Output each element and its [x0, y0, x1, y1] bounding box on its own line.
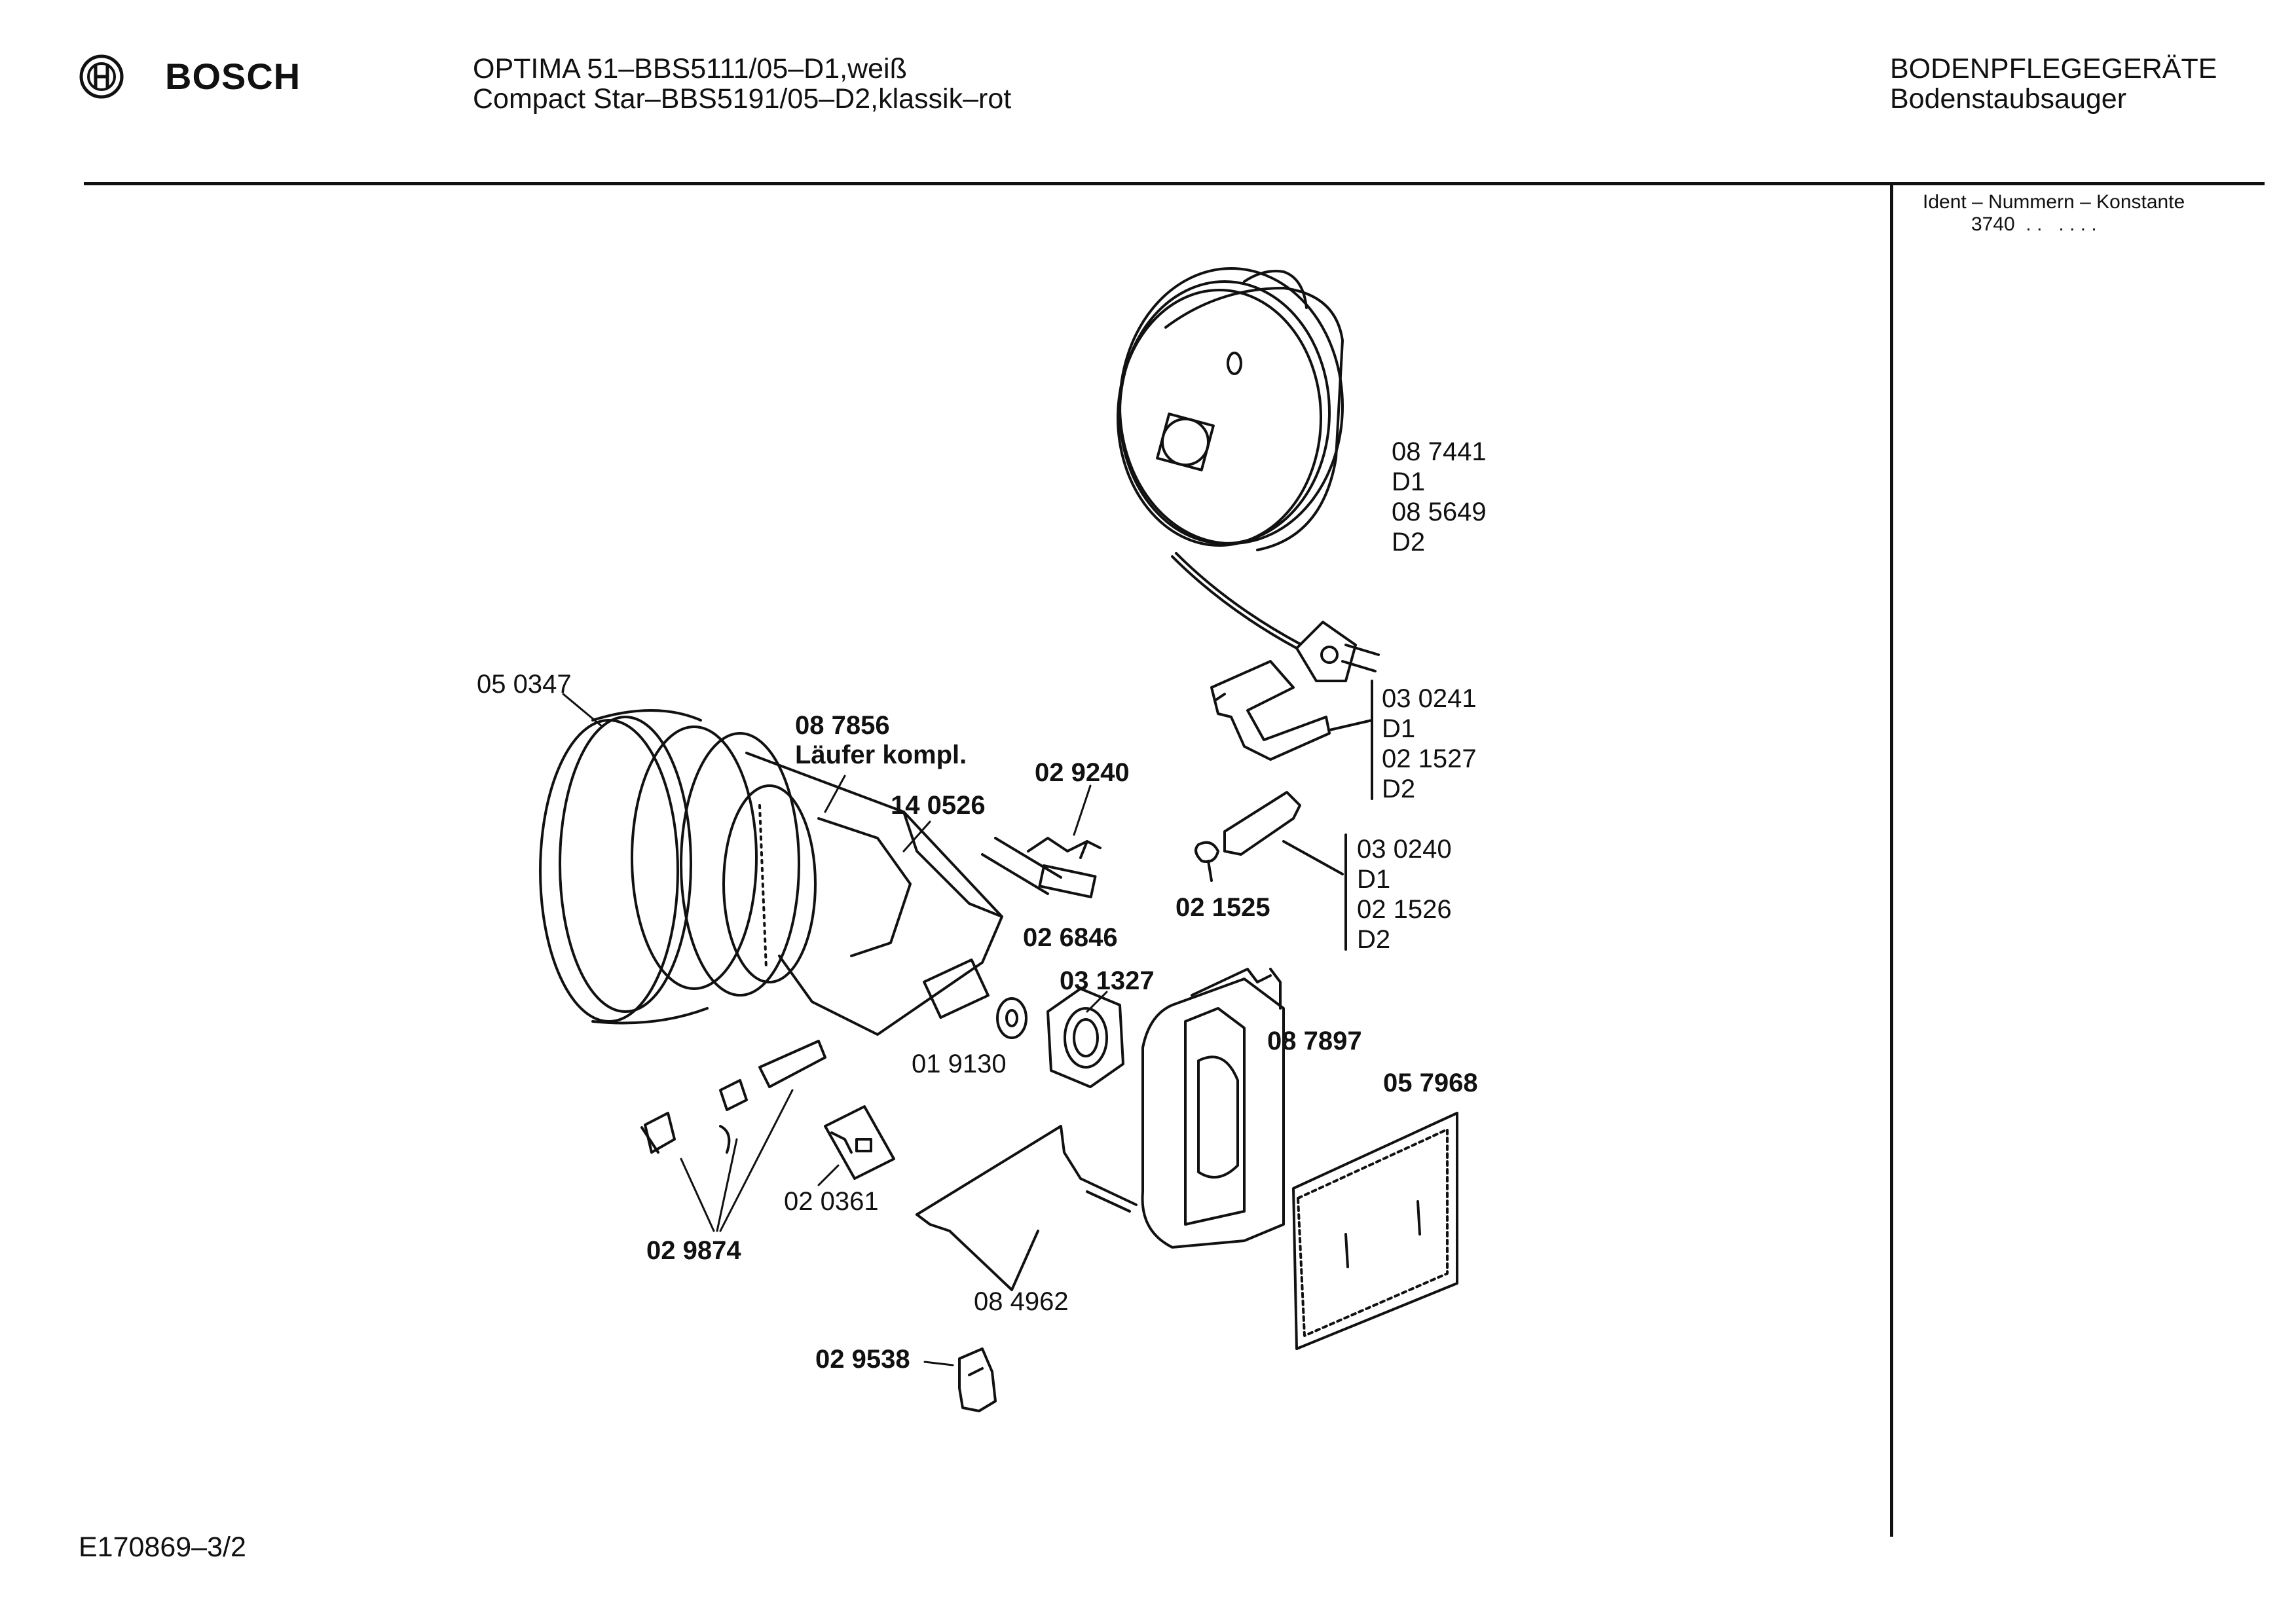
ident-value: 3740 . . . . . . [1971, 213, 2097, 235]
part-name-label: Läufer kompl. [795, 741, 967, 769]
part-number-label: 03 0240 [1357, 835, 1452, 864]
bosch-emblem-icon [79, 54, 124, 99]
bosch-logo: BOSCH [79, 51, 354, 103]
part-number-label: 08 7441 [1392, 437, 1487, 466]
sidebar-divider [1890, 185, 1893, 1537]
part-number-label: 08 7856 [795, 711, 890, 740]
small-clip-icon [958, 1347, 997, 1412]
brand-name: BOSCH [165, 56, 301, 97]
circuit-board-leader [817, 1164, 840, 1186]
filter-frame-icon [1141, 968, 1285, 1249]
ident-title: Ident – Nummern – Konstante [1923, 191, 2185, 213]
circuit-board-icon [824, 1105, 895, 1180]
part-number-label: 08 4962 [974, 1287, 1069, 1316]
wire-clip-leader [1073, 784, 1092, 836]
bracket-mid-leader [1282, 840, 1344, 875]
nut-leader [1086, 991, 1108, 1013]
model-line-1: OPTIMA 51–BBS5111/05–D1,weiß [473, 53, 907, 84]
part-number-label: 05 0347 [477, 670, 572, 699]
document-id: E170869–3/2 [79, 1531, 246, 1563]
brush-set-leaders [680, 1089, 794, 1232]
washer-icon [996, 997, 1028, 1039]
brush-set-icon [640, 1040, 826, 1154]
cable-reel-icon [1117, 267, 1344, 650]
variant-label: D2 [1357, 925, 1391, 954]
part-number-label: 08 5649 [1392, 498, 1487, 526]
wire-bracket-icon [916, 1125, 1138, 1291]
part-number-label: 02 9538 [815, 1345, 910, 1374]
subcategory-title: Bodenstaubsauger [1890, 83, 2127, 115]
power-plug-icon [1295, 621, 1380, 682]
part-number-label: 02 1525 [1176, 893, 1270, 922]
part-number-label: 02 9874 [646, 1236, 741, 1265]
part-number-label: 08 7897 [1267, 1027, 1362, 1055]
part-number-label: 03 0241 [1382, 684, 1477, 713]
rotor-leader [824, 775, 846, 813]
variant-label: D2 [1382, 775, 1416, 803]
part-number-label: 02 6846 [1023, 923, 1118, 952]
category-title: BODENPFLEGEGERÄTE [1890, 53, 2217, 84]
header-rule [84, 182, 2265, 185]
part-number-label: 05 7968 [1383, 1069, 1478, 1097]
bracket-mid-labels: 03 0240 D1 02 1526 D2 [1357, 834, 1452, 955]
bracket-top-icon [1210, 660, 1331, 761]
variant-label: D1 [1382, 714, 1416, 743]
housing-leader [902, 820, 931, 852]
part-number-label: 02 0361 [784, 1187, 879, 1216]
part-number-label: 03 1327 [1060, 966, 1155, 995]
clip-leader [923, 1361, 954, 1366]
part-number-label: 14 0526 [891, 791, 986, 820]
foam-filter-icon [1292, 1112, 1458, 1350]
nut-icon [1046, 987, 1124, 1088]
variant-label: D2 [1392, 528, 1426, 557]
bracket-top-labels: 03 0241 D1 02 1527 D2 [1382, 684, 1477, 804]
cable-reel-labels: 08 7441 D1 08 5649 D2 [1392, 437, 1487, 557]
wire-clip-icon [1027, 837, 1102, 859]
motor-ring-leader [562, 693, 604, 728]
bracket-mid-icon [1194, 791, 1301, 882]
motor-assembly-icon [539, 709, 1003, 1036]
variant-label: D1 [1392, 467, 1426, 496]
carbon-brush-icon [981, 837, 1097, 898]
part-number-label: 02 1526 [1357, 895, 1452, 924]
part-number-label: 01 9130 [912, 1050, 1007, 1078]
model-line-2: Compact Star–BBS5191/05–D2,klassik–rot [473, 83, 1012, 115]
part-number-label: 02 9240 [1035, 758, 1130, 787]
part-number-label: 02 1527 [1382, 744, 1477, 773]
bracket-top-leader [1328, 719, 1373, 731]
variant-label: D1 [1357, 865, 1391, 894]
